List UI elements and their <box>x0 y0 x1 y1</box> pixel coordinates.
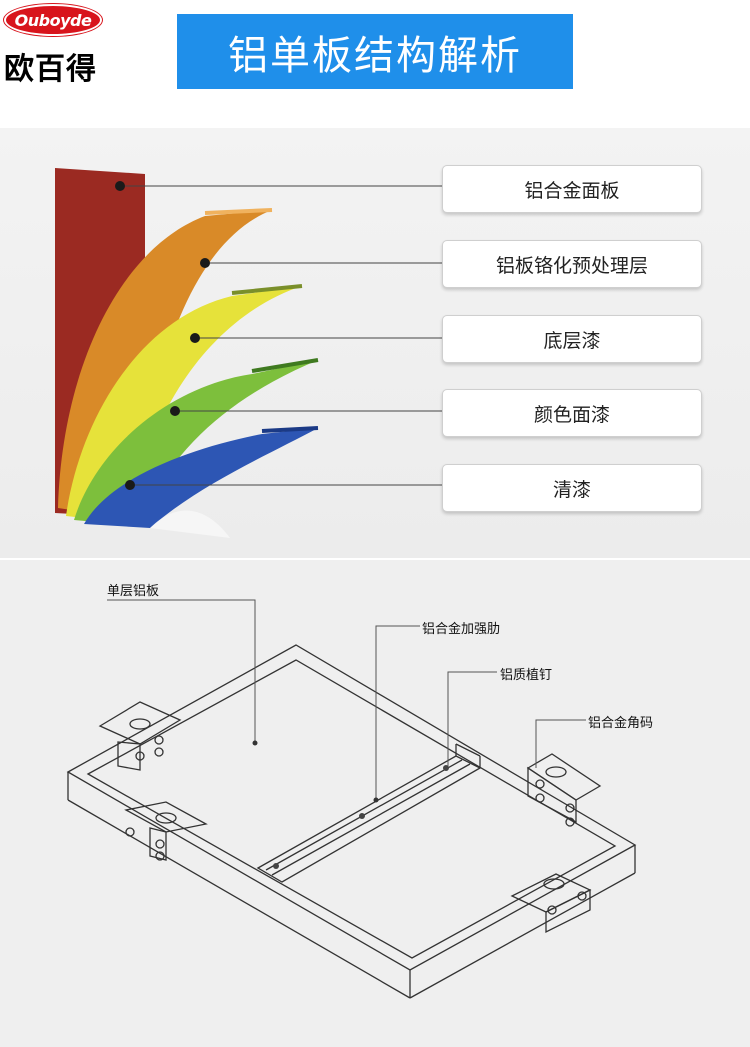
layer-label-primer: 底层漆 <box>442 315 702 363</box>
corner-bracket <box>124 801 208 833</box>
edge-chromate <box>204 208 273 215</box>
corner-bracket <box>526 753 602 801</box>
reinforcing-rib <box>256 755 482 883</box>
label-corner-bracket: 铝合金角码 <box>588 716 654 731</box>
layer-label-color: 颜色面漆 <box>442 389 702 437</box>
label-reinforcing-rib: 铝合金加强肋 <box>422 622 501 637</box>
edge-clear <box>261 426 319 433</box>
corner-bracket <box>98 701 182 745</box>
label-stud: 铝质植钉 <box>500 668 553 683</box>
brand-name: 欧百得 <box>4 52 97 87</box>
logo-badge: Ouboyde <box>4 4 102 36</box>
stud <box>359 813 365 819</box>
marker-dot <box>170 406 180 416</box>
edge-color <box>251 358 319 373</box>
tray-inner-rim <box>86 659 617 959</box>
page-title: 铝单板结构解析 <box>177 14 573 89</box>
stud <box>443 765 449 771</box>
layer-diagram-panel: 铝合金面板 铝板铬化预处理层 底层漆 颜色面漆 清漆 <box>0 128 750 558</box>
structure-diagram-panel: 单层铝板 铝合金加强肋 铝质植钉 铝合金角码 <box>0 560 750 1047</box>
marker-dot <box>190 333 200 343</box>
marker-dot <box>125 480 135 490</box>
layer-label-clear: 清漆 <box>442 464 702 512</box>
marker-dot <box>200 258 210 268</box>
structure-illustration <box>66 599 637 999</box>
marker-dot <box>115 181 125 191</box>
layer-label-chromate: 铝板铬化预处理层 <box>442 240 702 288</box>
layer-label-panel: 铝合金面板 <box>442 165 702 213</box>
layer-shape-clear <box>84 428 318 528</box>
label-single-panel: 单层铝板 <box>107 584 160 599</box>
stud <box>273 863 279 869</box>
edge-primer <box>231 284 303 295</box>
brand-logo: Ouboyde 欧百得 <box>4 4 104 96</box>
layer-illustration <box>55 168 442 538</box>
